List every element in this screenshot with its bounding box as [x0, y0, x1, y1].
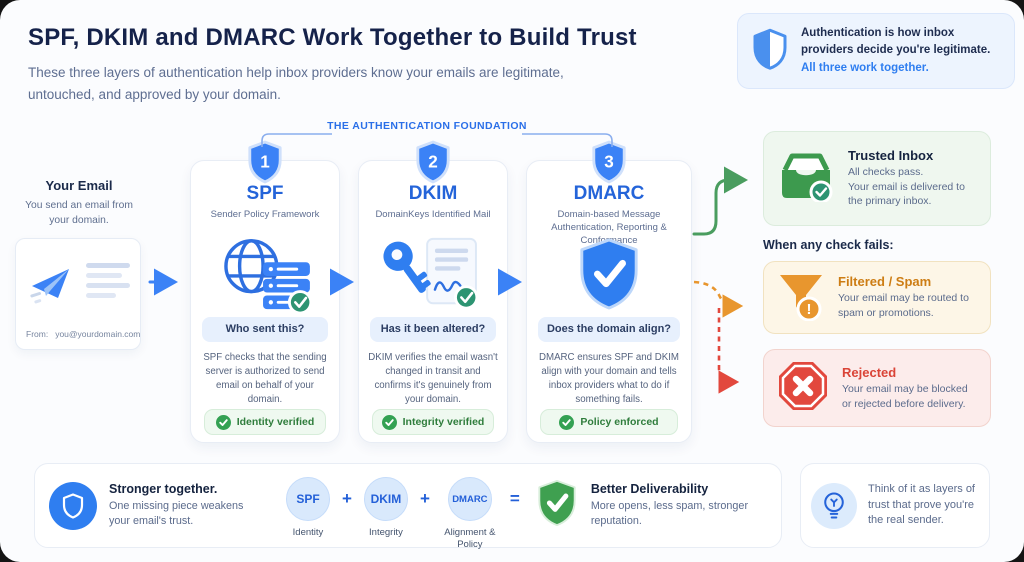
check-icon	[215, 414, 231, 430]
svg-text:!: !	[807, 301, 812, 318]
globe-server-icon	[191, 233, 339, 315]
page-title: SPF, DKIM and DMARC Work Together to Bui…	[28, 24, 637, 51]
dkim-card: 2 DKIM DomainKeys Identified Mail	[358, 140, 508, 443]
callout-text: Authentication is how inbox providers de…	[801, 26, 991, 56]
svg-text:1: 1	[260, 153, 270, 172]
arrow-pass-to-trusted	[692, 166, 748, 236]
dkim-description: DKIM verifies the email wasn't changed i…	[368, 352, 498, 406]
dmarc-description: DMARC ensures SPF and DKIM align with yo…	[539, 352, 679, 406]
arrow-fail-to-filtered	[693, 280, 744, 318]
equation-group: SPF Identity + DKIM Integrity + DMARC Al…	[279, 464, 525, 551]
step-2-shield-icon: 2	[416, 140, 450, 184]
dmarc-question-pill: Does the domain align?	[538, 317, 680, 342]
stop-x-icon	[776, 359, 830, 418]
spf-question-pill: Who sent this?	[202, 317, 328, 342]
green-shield-check-icon	[535, 479, 579, 532]
footer-summary-strip: Stronger together. One missing piece wea…	[34, 463, 782, 551]
dmarc-verified-badge: Policy enforced	[540, 409, 678, 435]
rejected-title: Rejected	[842, 364, 897, 380]
plus-sign: +	[342, 489, 352, 508]
spf-title: SPF	[246, 183, 284, 204]
svg-text:3: 3	[604, 153, 614, 172]
filtered-spam-card: ! Filtered / Spam Your email may be rout…	[763, 261, 991, 334]
equals-sign: =	[509, 489, 520, 508]
filtered-desc: Your email may be routed to spam or prom…	[838, 292, 969, 319]
email-content-lines	[86, 263, 130, 298]
dkim-title: DKIM	[408, 183, 458, 204]
dkim-verified-badge: Integrity verified	[372, 409, 494, 435]
your-email-desc: You send an email from your domain.	[25, 200, 133, 226]
foundation-label: THE AUTHENTICATION FOUNDATION	[327, 120, 527, 132]
dmarc-title: DMARC	[573, 183, 645, 204]
step-1-shield-icon: 1	[248, 140, 282, 184]
dmarc-card: 3 DMARC Domain-based Message Authenticat…	[526, 140, 692, 443]
key-document-icon	[359, 233, 507, 315]
half-shield-icon	[752, 28, 788, 75]
your-email-section: Your Email You send an email from your d…	[8, 178, 150, 229]
funnel-warning-icon: !	[776, 269, 826, 326]
stronger-together-desc: One missing piece weakens your email's t…	[109, 500, 244, 527]
spf-card: 1 SPF Sender Policy Framework	[190, 140, 340, 443]
fails-label: When any check fails:	[763, 238, 894, 252]
check-icon	[559, 414, 575, 430]
spf-full-name: Sender Policy Framework	[210, 209, 320, 220]
filtered-title: Filtered / Spam	[838, 274, 932, 290]
trusted-inbox-card: Trusted Inbox All checks pass. Your emai…	[763, 131, 991, 226]
deliverability-title: Better Deliverability	[590, 482, 709, 497]
callout-link[interactable]: All three work together.	[801, 62, 929, 75]
paper-plane-icon	[28, 265, 72, 310]
arrow-fail-to-rejected	[717, 308, 740, 394]
email-from-row: From: you@yourdomain.com	[26, 329, 140, 339]
check-icon	[381, 414, 397, 430]
dkim-question-pill: Has it been altered?	[370, 317, 496, 342]
shield-outline-icon	[49, 481, 97, 530]
plus-sign: +	[419, 489, 430, 508]
dkim-full-name: DomainKeys Identified Mail	[375, 209, 491, 220]
equation-spf: SPF Identity	[279, 477, 337, 539]
page-subtitle: These three layers of authentication hel…	[28, 65, 564, 102]
equation-dmarc: DMARC Alignment & Policy	[435, 477, 505, 551]
step-3-shield-icon: 3	[592, 140, 626, 184]
equation-dkim: DKIM Integrity	[357, 477, 415, 539]
tip-text: Think of it as layers of trust that prov…	[868, 482, 975, 527]
authentication-callout: Authentication is how inbox providers de…	[737, 13, 1015, 89]
email-card: From: you@yourdomain.com	[15, 238, 141, 350]
from-label: From:	[26, 329, 49, 339]
your-email-title: Your Email	[45, 178, 113, 193]
trusted-inbox-title: Trusted Inbox	[848, 147, 934, 163]
stronger-together-title: Stronger together.	[109, 482, 218, 497]
svg-text:2: 2	[428, 153, 438, 172]
rejected-card: Rejected Your email may be blocked or re…	[763, 349, 991, 427]
shield-check-icon	[527, 233, 691, 315]
spf-verified-badge: Identity verified	[204, 409, 326, 435]
lightbulb-icon	[811, 482, 857, 529]
deliverability-desc: More opens, less spam, stronger reputati…	[590, 500, 749, 527]
tip-card: Think of it as layers of trust that prov…	[800, 463, 990, 548]
inbox-check-icon	[776, 150, 836, 207]
from-address: you@yourdomain.com	[55, 329, 141, 339]
spf-description: SPF checks that the sending server is au…	[203, 352, 327, 406]
trusted-inbox-desc-line1: All checks pass.	[848, 165, 924, 178]
rejected-desc: Your email may be blocked or rejected be…	[842, 382, 968, 410]
trusted-inbox-desc-line2: Your email is delivered to the primary i…	[848, 180, 965, 208]
